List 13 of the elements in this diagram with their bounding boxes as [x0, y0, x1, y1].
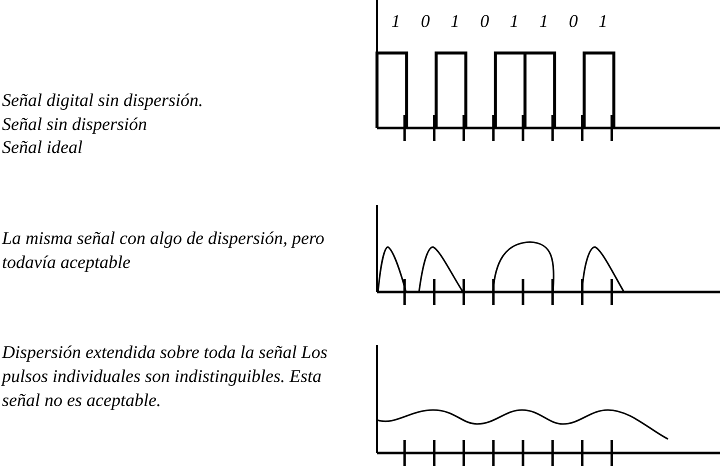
description-text: Dispersión extendida sobre toda la señal Los pulsos individuales son indistinguibles. Esta señal no es aceptable.	[2, 341, 328, 412]
bit-value: 1	[390, 12, 402, 30]
bit-value: 0	[568, 12, 579, 30]
bit-value: 1	[598, 12, 608, 30]
bit-value: 1	[450, 12, 460, 30]
bit-value: 0	[479, 12, 490, 30]
description-text: Señal digital sin dispersión.	[2, 89, 204, 112]
bit-value: 1	[508, 12, 520, 30]
description-text: Señal sin dispersión	[2, 113, 148, 136]
bit-value: 0	[420, 12, 431, 30]
description-text: La misma señal con algo de dispersión, pero todavía aceptable	[2, 227, 326, 274]
bit-value: 1	[538, 12, 550, 30]
description-text: Señal ideal	[2, 136, 84, 159]
